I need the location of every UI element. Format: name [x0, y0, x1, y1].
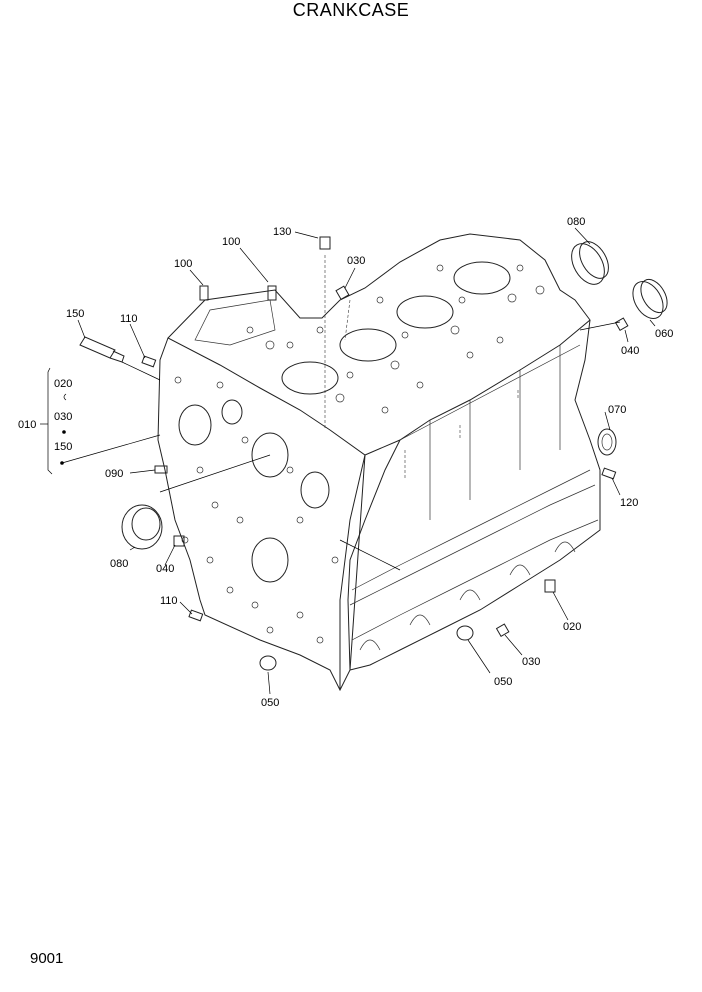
callout-090: 090	[105, 468, 123, 480]
callout-020-group: 020	[54, 378, 72, 390]
sensor-150	[79, 336, 125, 363]
callout-010: 010	[18, 419, 36, 431]
callout-130: 130	[273, 226, 291, 238]
callout-040-right: 040	[621, 345, 639, 357]
leader-lines	[40, 227, 656, 695]
callout-040-left: 040	[156, 563, 174, 575]
callout-120: 120	[620, 497, 638, 509]
callout-050-left: 050	[261, 697, 279, 709]
callout-080-left: 080	[110, 558, 128, 570]
callout-030-top: 030	[347, 255, 365, 267]
cap-060	[632, 278, 668, 319]
callout-050-right: 050	[494, 676, 512, 688]
plug-080-top	[571, 241, 609, 285]
page-title: CRANKCASE	[292, 0, 410, 20]
callout-110-top: 110	[120, 313, 138, 325]
callout-070: 070	[608, 404, 626, 416]
callout-150-group: 150	[54, 441, 72, 453]
seal-070	[597, 428, 617, 456]
callout-030-bottom: 030	[522, 656, 540, 668]
callout-080-top: 080	[567, 216, 585, 228]
callout-labels: 130 100 100 030 080 060 040 150 110 020 …	[18, 216, 673, 709]
page-number: 9001	[30, 950, 64, 967]
callout-110-bottom: 110	[160, 595, 178, 607]
callout-150: 150	[66, 308, 84, 320]
small-parts	[141, 236, 629, 671]
callout-060: 060	[655, 328, 673, 340]
oil-seal-080-left	[121, 504, 163, 550]
callout-100-b: 100	[222, 236, 240, 248]
callout-100-a: 100	[174, 258, 192, 270]
callout-030-group: 030	[54, 411, 72, 423]
crankcase-block	[157, 233, 601, 692]
callout-020: 020	[563, 621, 581, 633]
